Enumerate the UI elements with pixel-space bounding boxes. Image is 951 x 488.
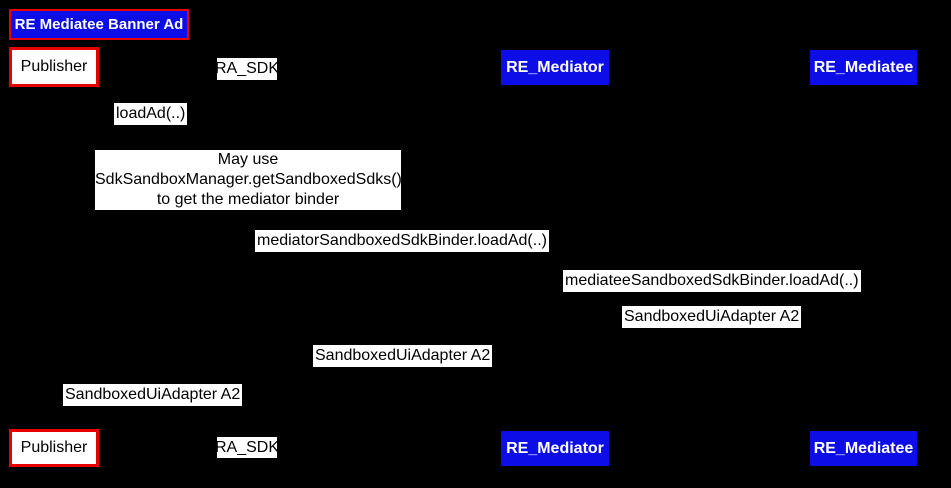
message-loadad: loadAd(..) — [114, 103, 188, 125]
note-get-sandboxed-sdks: May use SdkSandboxManager.getSandboxedSd… — [95, 150, 402, 210]
message-mediatee-sandboxed-sdk-binder-loadad: mediateeSandboxedSdkBinder.loadAd(..) — [563, 270, 861, 292]
lifeline-mediatee — [863, 87, 864, 429]
participant-publisher-top: Publisher — [9, 47, 99, 87]
participant-mediator-bottom: RE_Mediator — [501, 431, 609, 466]
lifeline-mediator — [555, 87, 556, 429]
participant-rasdk-bottom: RA_SDK — [215, 437, 279, 458]
return-sandboxed-ui-adapter-mediator-to-rasdk: SandboxedUiAdapter A2 — [313, 345, 493, 367]
participant-mediatee-bottom: RE_Mediatee — [810, 431, 917, 466]
diagram-title: RE Mediatee Banner Ad — [9, 9, 189, 40]
return-sandboxed-ui-adapter-mediatee-to-mediator: SandboxedUiAdapter A2 — [622, 306, 802, 328]
lifeline-rasdk — [247, 87, 248, 429]
participant-mediator-top: RE_Mediator — [501, 50, 609, 85]
participant-mediatee-top: RE_Mediatee — [810, 50, 917, 85]
message-mediator-sandboxed-sdk-binder-loadad: mediatorSandboxedSdkBinder.loadAd(..) — [255, 230, 549, 252]
return-sandboxed-ui-adapter-rasdk-to-publisher: SandboxedUiAdapter A2 — [63, 384, 243, 406]
participant-publisher-bottom: Publisher — [9, 429, 99, 467]
participant-rasdk-top: RA_SDK — [215, 58, 279, 80]
lifeline-publisher — [54, 87, 55, 429]
